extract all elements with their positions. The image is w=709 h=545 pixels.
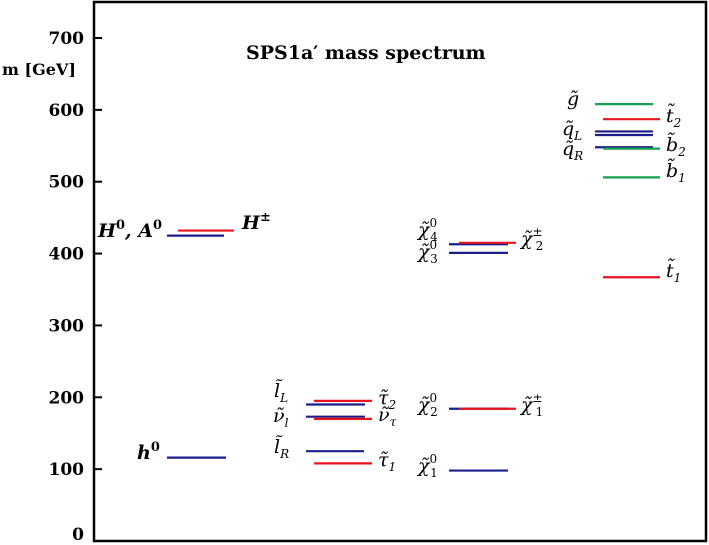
y-axis: 0 100 200 300 400 500 600 700 <box>49 29 102 545</box>
particle-labels: h0 H0, A0 H± l̃L ν̃l l̃R τ̃2 ν̃τ τ̃1 χ̃0… <box>97 88 686 480</box>
label-t2: t̃2 <box>666 104 681 130</box>
chart-title: SPS1a′ mass spectrum <box>246 42 486 64</box>
y-tick-label: 400 <box>49 245 85 265</box>
y-tick-label: 200 <box>49 388 85 408</box>
label-H0-A0: H0, A0 <box>97 218 162 242</box>
y-tick-label: 300 <box>49 316 85 336</box>
y-tick-label: 0 <box>72 525 84 545</box>
label-Hpm: H± <box>241 210 271 234</box>
mass-levels <box>167 103 660 472</box>
label-b2: b̃2 <box>666 133 686 159</box>
y-tick-label: 500 <box>49 173 85 193</box>
label-lL: l̃L <box>274 379 288 405</box>
label-h0: h0 <box>137 440 160 464</box>
y-axis-label: m [GeV] <box>2 60 76 79</box>
label-t1: t̃1 <box>666 259 681 285</box>
plot-frame <box>92 0 708 543</box>
label-chipm2: χ̃±2 <box>519 225 543 253</box>
label-gluino: g̃ <box>567 88 579 110</box>
label-nul: ν̃l <box>273 405 289 430</box>
y-tick-label: 100 <box>49 460 85 480</box>
y-tick-label: 700 <box>49 29 85 49</box>
label-lR: l̃R <box>274 435 289 461</box>
label-chipm1: χ̃±1 <box>519 391 543 419</box>
label-tau1: τ̃1 <box>378 449 396 474</box>
y-tick-label: 600 <box>49 101 85 121</box>
label-b1: b̃1 <box>666 159 686 185</box>
